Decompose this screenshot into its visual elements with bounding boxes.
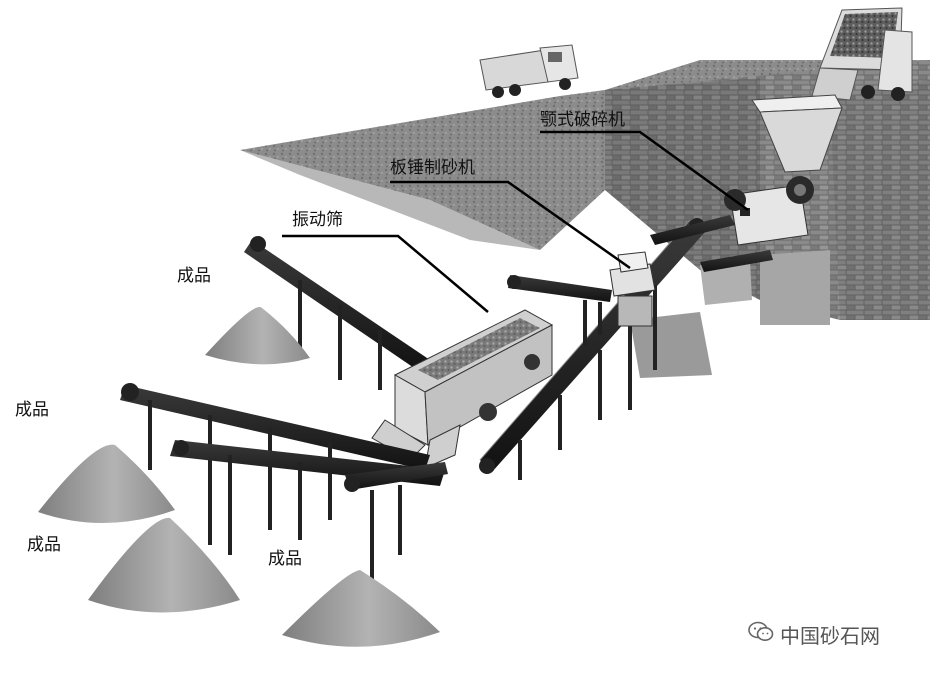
- sand-maker-label: 板锤制砂机: [390, 158, 475, 178]
- product-label-2: 成品: [15, 400, 49, 420]
- product-conveyor-3: [170, 440, 448, 580]
- vibrating-screen-machine: [371, 309, 554, 469]
- crusher-to-sandmaker-conveyor: [650, 215, 773, 272]
- product-conveyor-1: [244, 236, 430, 390]
- product-label-4: 成品: [268, 549, 302, 569]
- product-pile-4: [282, 570, 440, 647]
- sand-maker-leader: [390, 180, 631, 270]
- sandmaker-to-screen-conveyor: [507, 275, 612, 345]
- product-pile-1: [205, 306, 310, 365]
- vibrating-screen-label: 振动筛: [292, 210, 343, 230]
- jaw-crusher-label: 颚式破碎机: [540, 110, 625, 130]
- product-conveyor-2: [120, 383, 430, 545]
- product-pile-2: [38, 444, 175, 524]
- jaw-crusher-machine: [724, 94, 843, 246]
- watermark-text: 中国砂石网: [780, 624, 880, 648]
- dump-truck-left: [479, 44, 579, 98]
- product-label-3: 成品: [27, 535, 61, 555]
- watermark: 中国砂石网: [748, 620, 880, 649]
- foundation-blocks: [630, 250, 830, 378]
- wechat-icon: [748, 621, 774, 648]
- callout-lines: [282, 130, 749, 313]
- product-label-1: 成品: [177, 266, 211, 286]
- sand-maker-machine: [609, 251, 656, 327]
- product-pile-3: [88, 517, 240, 613]
- dump-truck-right: [811, 7, 913, 101]
- jaw-crusher-leader: [540, 130, 749, 212]
- screen-leader: [282, 234, 489, 313]
